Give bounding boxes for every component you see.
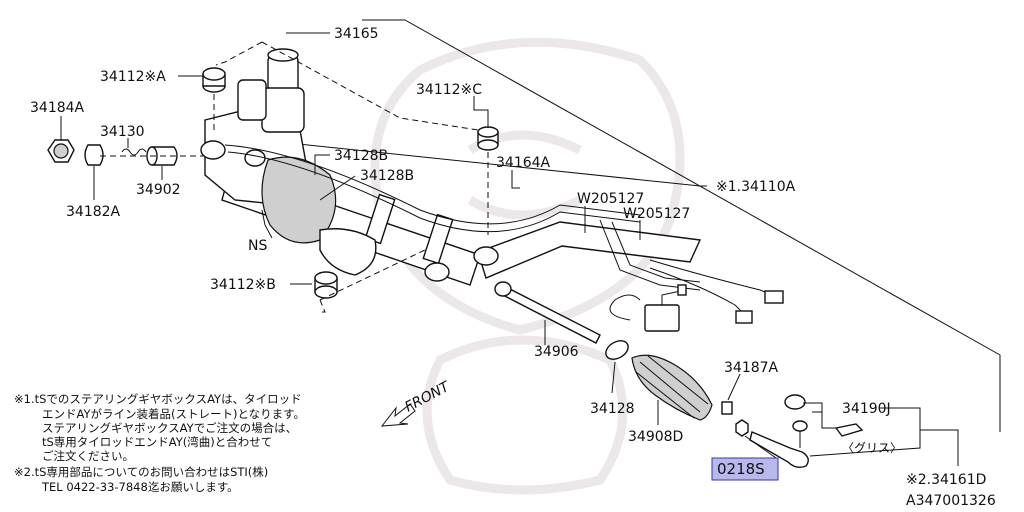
footnotes: ※1.tSでのステアリングギヤボックスAYは、タイロッド エンドAYがライン装着… [14,392,305,494]
diagram-id: A347001326 [906,493,996,509]
label-34161d[interactable]: ※2.34161D [906,472,986,488]
front-arrow: FRONT [380,378,453,427]
label-34164a[interactable]: 34164A [496,155,551,171]
inner-tie-rod-34906 [495,284,601,344]
label-34110a[interactable]: ※1.34110A [716,179,796,195]
nut-0218s [735,419,749,437]
label-w205127-b[interactable]: W205127 [623,206,690,222]
label-grease: 〈グリス〉 [842,441,902,455]
grease-tube [834,423,864,437]
label-34908d[interactable]: 34908D [628,429,683,445]
tie-rod-end-34161d [749,431,809,469]
steering-gearbox-body [200,48,784,332]
assembly-frame-lines [211,19,1001,432]
label-ns: NS [248,238,267,254]
spring-34130 [121,148,147,156]
ball-joint-boot-34190j [784,394,806,410]
label-34112-c[interactable]: 34112※C [416,82,482,98]
label-34128[interactable]: 34128 [590,401,635,417]
label-34187a[interactable]: 34187A [724,360,779,376]
label-34906[interactable]: 34906 [534,344,579,360]
label-w205127-a[interactable]: W205127 [577,191,644,207]
bushing-34112-c [477,126,499,151]
bushing-34112-a [202,67,226,93]
note1-line1: ※1.tSでのステアリングギヤボックスAYは、タイロッド [14,392,302,406]
tie-rod-parts [494,281,864,469]
label-34112-b[interactable]: 34112※B [210,277,276,293]
label-34130[interactable]: 34130 [100,124,145,140]
note2-line1: ※2.tS専用部品についてのお問い合わせはSTI(株) [14,465,268,479]
note1-line5: ご注文ください。 [42,449,134,463]
part-labels: 34165 34112※A 34184A 34130 34182A 34902 … [30,26,986,488]
bushing-34112-b [314,271,338,299]
label-34902[interactable]: 34902 [136,182,181,198]
label-34190j[interactable]: 34190J [842,401,891,417]
assembly-guide-lines [100,41,489,313]
clip-34128 [605,340,629,360]
cap-34182a [84,144,104,166]
left-small-parts [47,139,178,166]
note2-line2: TEL 0422-33-7848迄お願いします。 [41,480,239,494]
label-34112-a[interactable]: 34112※A [100,69,166,85]
label-34128b-top[interactable]: 34128B [334,148,388,164]
note1-line2: エンドAYがライン装着品(ストレート)となります。 [42,407,305,421]
highlight-0218s[interactable] [711,457,779,481]
label-34165[interactable]: 34165 [334,26,379,42]
nut-34187a [721,401,733,415]
label-34184a[interactable]: 34184A [30,100,85,116]
leader-lines [60,32,959,466]
label-0218s[interactable]: 0218S [717,460,765,478]
label-34128b-mid[interactable]: 34128B [360,168,414,184]
note1-line4: tS専用タイロッドエンドAY(湾曲)と合わせて [42,435,272,449]
note1-line3: ステアリングギヤボックスAYでご注文の場合は、 [42,421,297,435]
label-34182a[interactable]: 34182A [66,204,121,220]
